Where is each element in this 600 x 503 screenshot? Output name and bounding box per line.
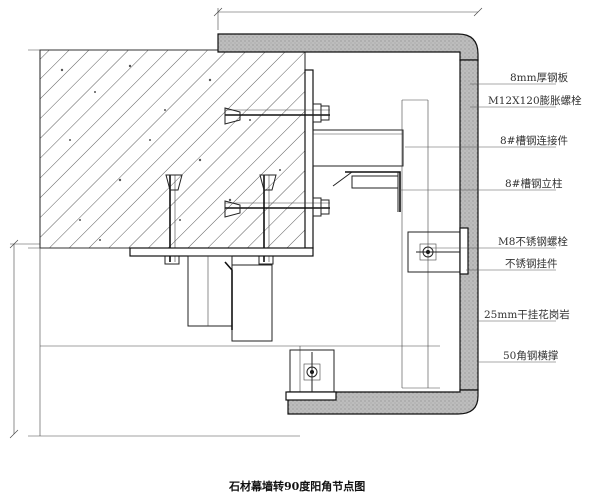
stainless-hanger-right (407, 227, 469, 275)
channel-connector (312, 129, 404, 167)
expansion-bolt-upper (224, 103, 330, 125)
bottom-steel-plate (129, 247, 314, 257)
angle-brace-bottom (299, 99, 440, 410)
left-dimension-line (9, 239, 40, 439)
stainless-hanger-bottom (285, 349, 337, 401)
top-dimension-line (213, 7, 483, 30)
channel-column (332, 171, 401, 212)
label-m8-bolt: M8不锈钢螺栓 (498, 235, 568, 248)
ceiling-line (28, 248, 440, 437)
label-expansion-bolt: M12X120膨胀螺栓 (488, 94, 582, 107)
label-steel-plate: 8mm厚钢板 (510, 71, 569, 84)
granite-panel-right (459, 59, 479, 391)
label-stainless-hanger: 不锈钢挂件 (505, 257, 558, 270)
label-angle-brace: 50角钢横撑 (503, 349, 559, 362)
label-granite: 25mm干挂花岗岩 (484, 308, 570, 321)
leader-lines (400, 83, 556, 363)
expansion-bolt-lower (224, 197, 330, 218)
steel-plate (304, 69, 314, 249)
label-channel-column: 8#槽钢立柱 (505, 177, 563, 190)
granite-panel-top (217, 33, 479, 61)
label-channel-connector: 8#槽钢连接件 (500, 134, 568, 147)
lower-channel (187, 255, 273, 342)
drawing-caption: 石材幕墙转90度阳角节点图 (228, 479, 365, 493)
